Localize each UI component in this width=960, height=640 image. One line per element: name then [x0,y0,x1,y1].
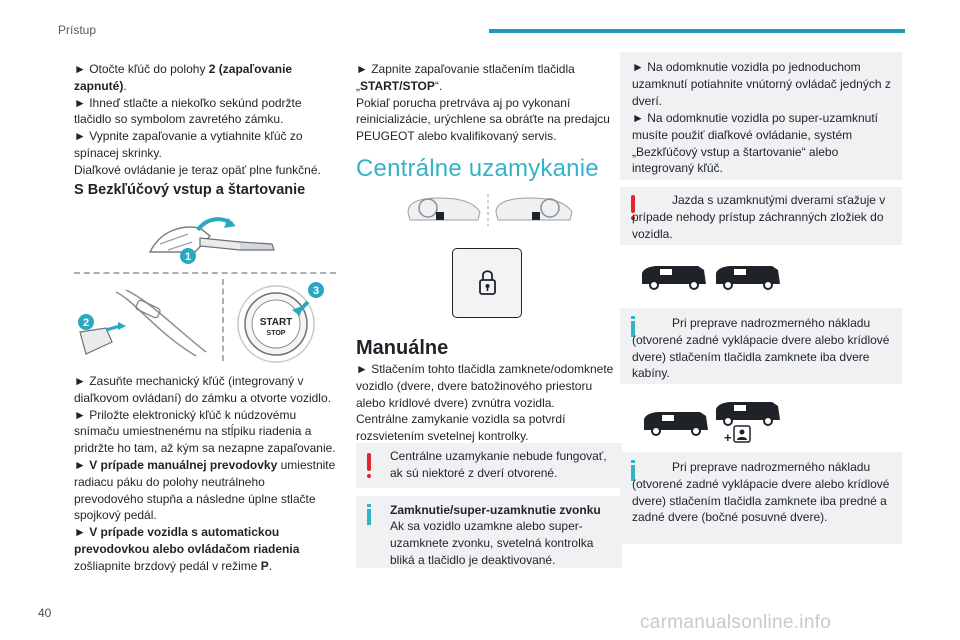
paragraph: ► V prípade manuálnej prevodovky umiestn… [74,457,336,523]
warning-text: Centrálne uzamykanie nebude fungovať, ak… [390,449,607,480]
warning-icon [631,195,635,220]
van-icon [716,266,780,290]
dashboard-button-marker-left [436,212,444,220]
step-1-badge [180,248,196,264]
info-icon [631,316,635,337]
central-lock-button [452,248,522,318]
paragraph: ► Stlačením tohto tlačidla zamknete/odom… [356,362,614,410]
running-header: Prístup [58,23,97,37]
paragraph: Pokiaľ porucha pretrváva aj po vykonaní … [356,95,610,144]
column-2-intro: ► Zapnite zapaľovanie stlačením tlačidla… [356,61,622,145]
step-3-badge [308,282,324,298]
van-icon [716,402,780,426]
warning-icon [367,453,371,478]
paragraph: ► Ihneď stlačte a niekoľko sekúnd podržt… [74,95,302,127]
info-icon [631,460,635,481]
info-box: Pri preprave nadrozmerného nákladu (otvo… [620,308,902,384]
svg-text:2: 2 [83,317,89,329]
info-text: Ak sa vozidlo uzamkne alebo super-uzamkn… [390,519,594,567]
paragraph: ► Priložte elektronický kľúč k núdzovému… [74,407,336,456]
warning-box: Centrálne uzamykanie nebude fungovať, ak… [356,443,622,488]
section-heading-manual: Manuálne [356,337,449,359]
figure-divider-vertical [222,279,224,361]
dashboard-lock-button-location-illustration [407,194,573,226]
svg-text:3: 3 [313,285,319,297]
warning-box: Jazda s uzamknutými dverami sťažuje v pr… [620,187,902,245]
dashboard-button-marker-right [532,212,540,220]
start-label: START [260,317,293,328]
column-1-intro: ► Otočte kľúč do polohy 2 (zapaľovanie z… [74,61,336,179]
paragraph: Centrálne zamykanie vozidla sa potvrdí r… [356,412,566,444]
info-icon [367,504,371,525]
info-text: Pri preprave nadrozmerného nákladu (otvo… [632,460,890,525]
plus-sign: + [724,430,732,444]
step-2-badge [78,314,94,330]
paragraph: ► Zasuňte mechanický kľúč (integrovaný v… [74,374,331,405]
van-pair-illustration-2: + [644,402,780,444]
paragraph: ► Vypnite zapaľovanie a vytiahnite kľúč … [74,129,303,160]
section-heading-keyless: S Bezkľúčový vstup a štartovanie [74,182,306,198]
paragraph: ► Na odomknutie vozidla po super-uzamknu… [632,111,878,176]
page-number: 40 [38,606,52,620]
paragraph: ► Na odomknutie vozidla po jednoduchom u… [632,60,891,108]
chapter-title: Centrálne uzamykanie [356,155,599,182]
header-accent-bar [489,29,905,33]
padlock-icon [479,270,496,295]
watermark: carmanualsonline.info [640,612,832,633]
paragraph: ► Zapnite zapaľovanie stlačením tlačidla… [356,62,575,93]
door-lock-key-illustration: 1 [148,217,275,264]
steering-column-sensor-illustration: 2 [78,289,207,357]
van-pair-illustration-1 [642,266,780,290]
stop-label: STOP [267,330,286,337]
info-box: Pri preprave nadrozmerného nákladu (otvo… [620,452,902,544]
van-icon [644,412,708,436]
svg-text:1: 1 [185,251,191,263]
info-text: Pri preprave nadrozmerného nákladu (otvo… [632,316,890,381]
paragraph: ► V prípade vozidla s automatickou prevo… [74,525,300,573]
info-title: Zamknutie/super-uzamknutie zvonku [390,503,601,517]
warning-text: Jazda s uzamknutými dverami sťažuje v pr… [632,193,886,241]
paragraph: Diaľkové ovládanie je teraz opäť plne fu… [74,162,321,177]
paragraph: ► Otočte kľúč do polohy 2 (zapaľovanie z… [74,62,293,93]
van-icon [642,266,706,290]
info-box: Zamknutie/super-uzamknutie zvonku Ak sa … [356,496,622,568]
column-2-manual: ► Stlačením tohto tlačidla zamknete/odom… [356,361,622,445]
unlock-instructions-box: ► Na odomknutie vozidla po jednoduchom u… [620,52,902,180]
column-1-steps: ► Zasuňte mechanický kľúč (integrovaný v… [74,373,336,575]
start-stop-button-illustration: START STOP 3 [237,282,324,363]
figure-divider [74,272,336,274]
